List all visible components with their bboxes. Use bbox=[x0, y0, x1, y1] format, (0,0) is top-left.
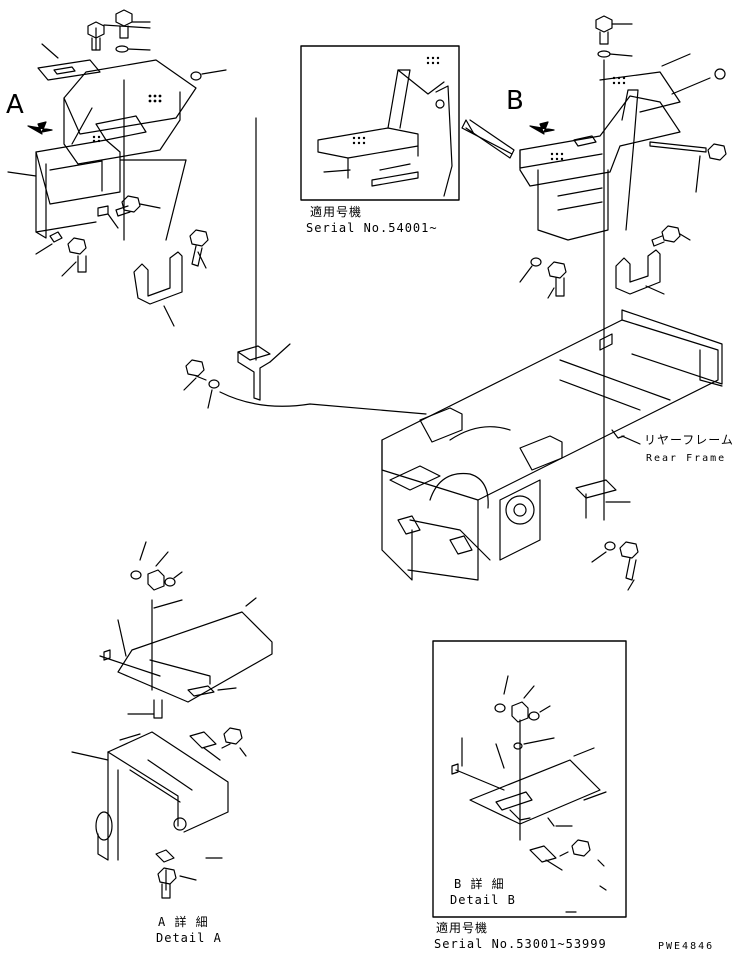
bolt-icon bbox=[115, 195, 141, 217]
rod-icon bbox=[649, 141, 707, 153]
nut-icon bbox=[147, 569, 165, 591]
washer-icon bbox=[597, 50, 611, 58]
drawing-code: PWE4846 bbox=[658, 941, 715, 952]
step-top bbox=[519, 95, 681, 187]
detail-b-applicable-jp: 適用号機 bbox=[436, 921, 489, 935]
cover-plate bbox=[117, 611, 273, 703]
nut-icon bbox=[511, 701, 529, 723]
step-assembly-b bbox=[519, 15, 727, 521]
inset-serial: Serial No.54001~ bbox=[306, 221, 438, 235]
frame-mounting-bracket bbox=[183, 117, 427, 415]
washer-icon bbox=[208, 379, 220, 389]
washer-icon bbox=[115, 45, 129, 53]
step-assembly-a bbox=[7, 9, 227, 327]
detail-a-jp: A 詳 細 bbox=[158, 915, 209, 929]
bolt-icon bbox=[619, 541, 639, 581]
inset-serial-54001 bbox=[300, 45, 460, 201]
bolt-icon bbox=[595, 15, 613, 45]
washer-icon bbox=[530, 257, 542, 267]
inset-applicable-jp: 適用号機 bbox=[310, 205, 363, 219]
bolt-icon bbox=[221, 727, 243, 749]
detail-b-serial: Serial No.53001~53999 bbox=[434, 937, 607, 951]
arrow-a-icon bbox=[27, 121, 53, 135]
bracket-icon bbox=[133, 251, 183, 305]
cover-plate bbox=[469, 759, 601, 825]
arrow-b-icon bbox=[529, 121, 555, 135]
view-label-b: B bbox=[506, 86, 524, 116]
rear-frame-jp: リヤーフレーム bbox=[644, 433, 734, 447]
bolt-icon bbox=[87, 21, 105, 51]
step-top bbox=[63, 59, 197, 135]
bolt-icon bbox=[189, 229, 209, 267]
rear-frame bbox=[381, 309, 723, 591]
detail-b-en: Detail B bbox=[450, 893, 516, 907]
detail-b-jp: B 詳 細 bbox=[454, 877, 505, 891]
view-label-a: A bbox=[6, 90, 24, 120]
grommet-icon bbox=[714, 68, 726, 80]
inset-pointer-arrow bbox=[461, 119, 513, 155]
grommet-icon bbox=[190, 71, 202, 81]
nut-icon bbox=[49, 231, 63, 243]
washer-icon bbox=[130, 570, 142, 580]
washer-icon bbox=[604, 541, 616, 551]
bolt-icon bbox=[651, 225, 681, 247]
plate-icon bbox=[575, 479, 617, 499]
detail-a-en: Detail A bbox=[156, 931, 222, 945]
bolt-icon bbox=[559, 839, 591, 857]
rear-frame-en: Rear Frame bbox=[646, 453, 727, 464]
bolt-icon bbox=[157, 867, 177, 899]
bolt-icon bbox=[707, 143, 727, 161]
detail-b-inset bbox=[432, 640, 627, 918]
bolt-icon bbox=[115, 9, 133, 39]
detail-a bbox=[71, 541, 273, 899]
bolt-icon bbox=[185, 359, 207, 381]
bolt-icon bbox=[547, 261, 567, 297]
cover-plate bbox=[37, 59, 101, 81]
bracket-icon bbox=[615, 249, 661, 295]
bolt-icon bbox=[67, 237, 87, 273]
washer-icon bbox=[494, 703, 506, 713]
